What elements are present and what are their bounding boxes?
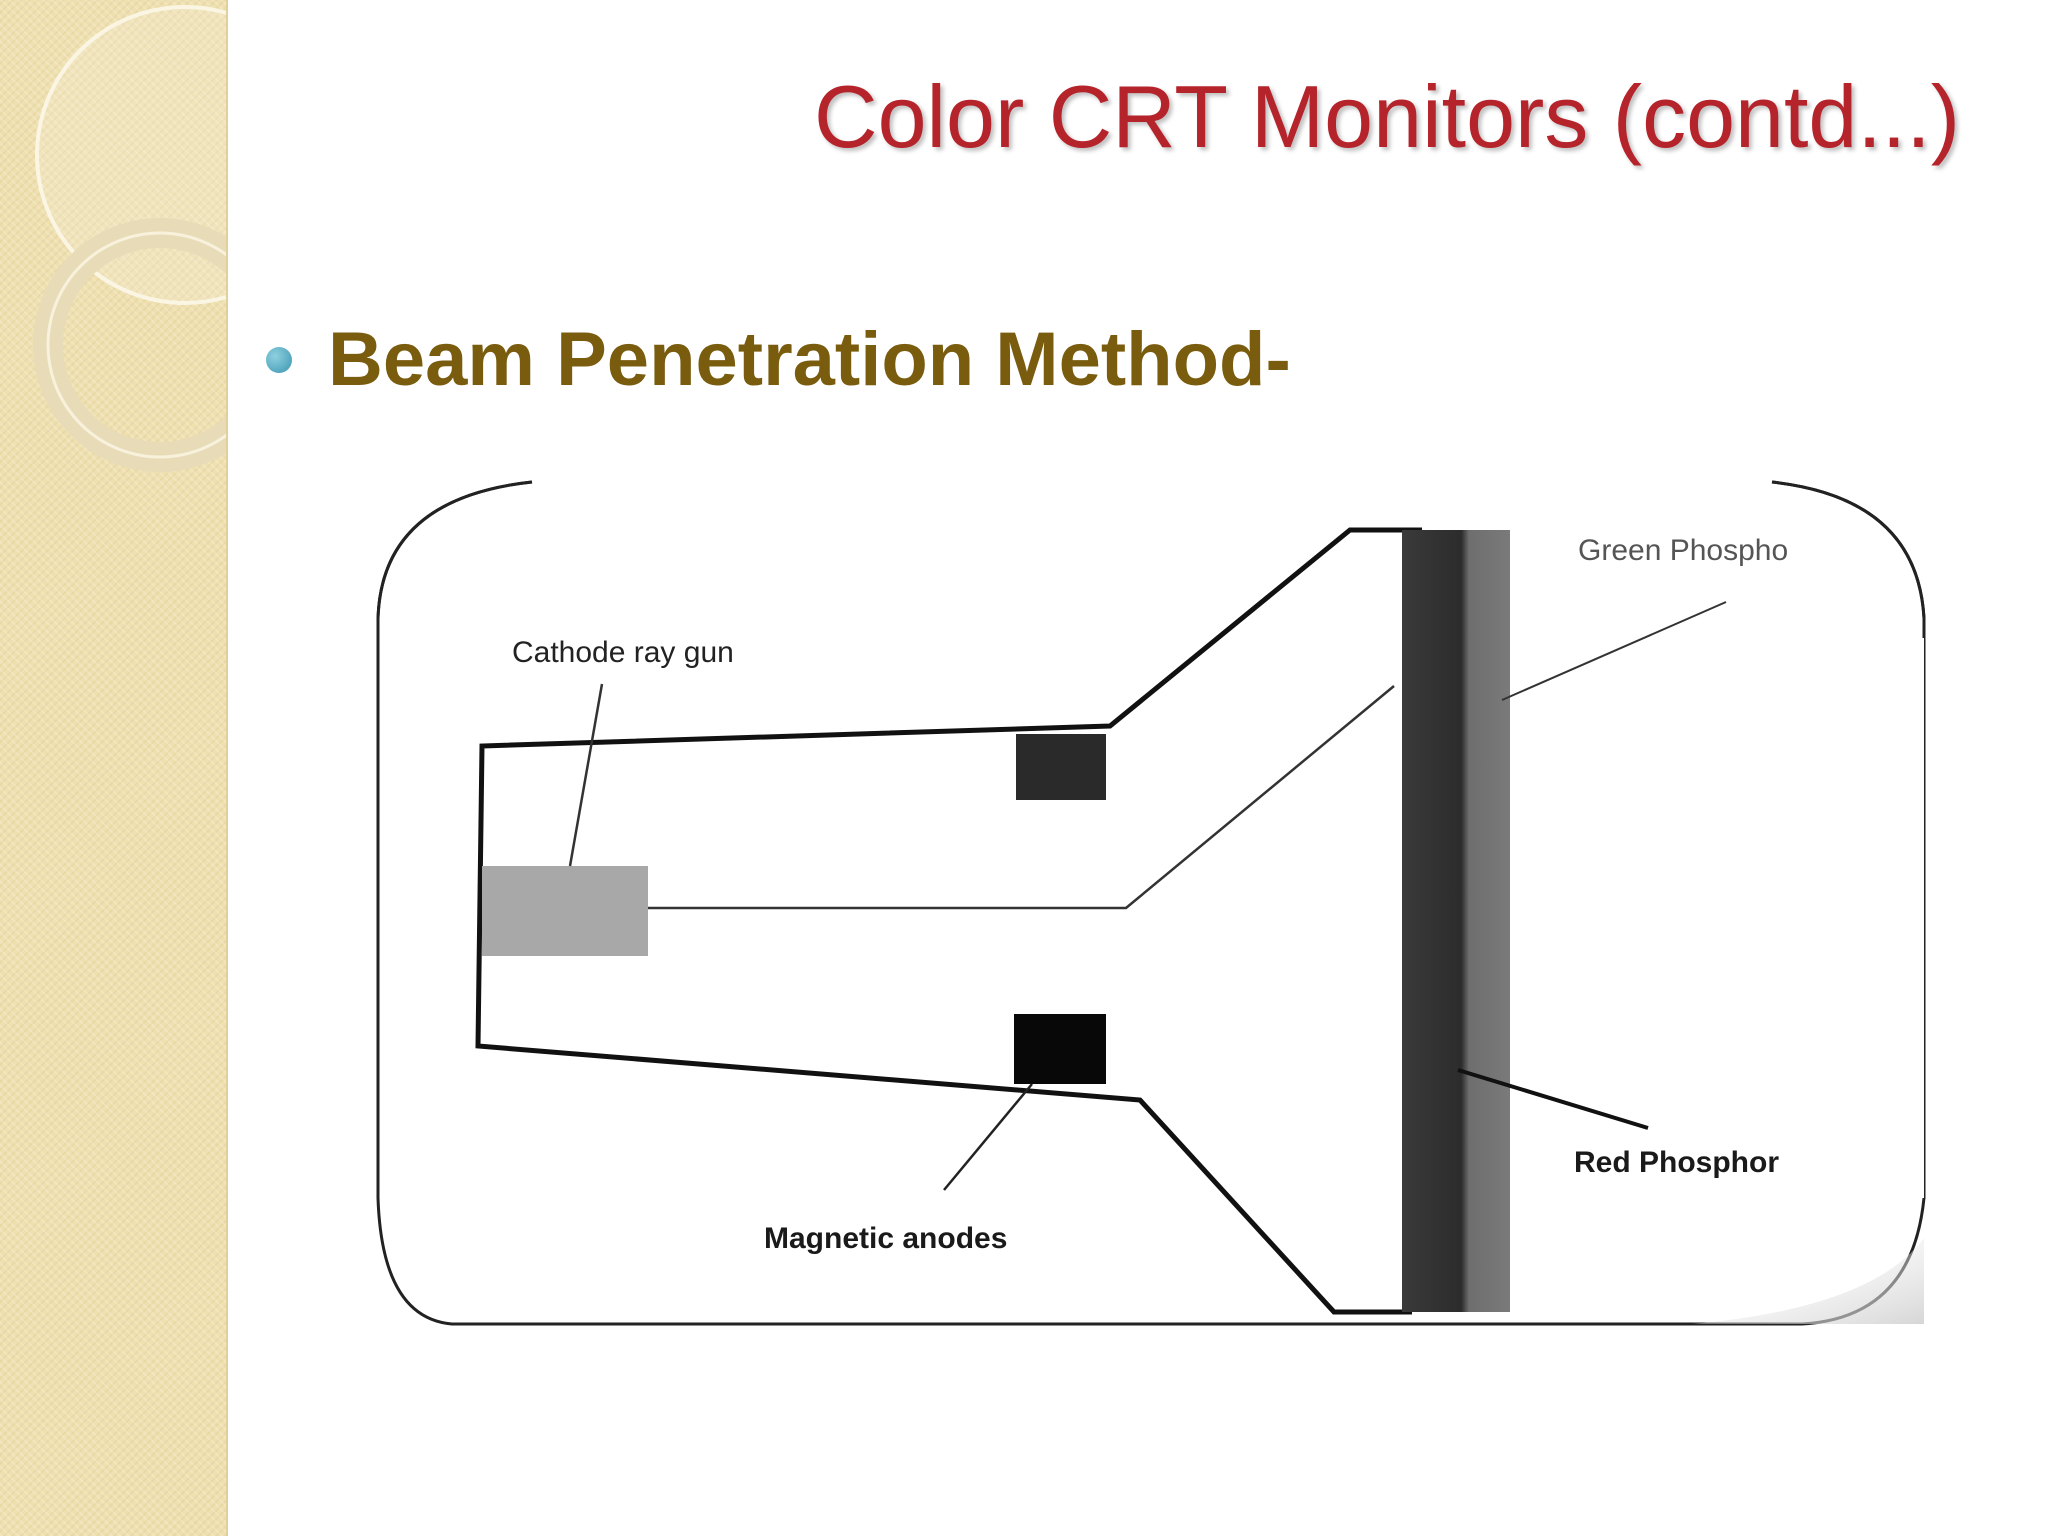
- magnetic-anode-bottom: [1014, 1014, 1106, 1084]
- leader-anodes: [943, 1083, 1033, 1191]
- phosphor-screen: [1402, 530, 1510, 1312]
- magnetic-anode-top: [1016, 734, 1106, 800]
- crt-tube-outline: [475, 527, 1422, 1315]
- bullet-dot-icon: [266, 346, 292, 373]
- label-magnetic-anodes: Magnetic anodes: [764, 1222, 1007, 1255]
- label-cathode-ray-gun: Cathode ray gun: [512, 636, 734, 669]
- decorative-sidebar: [0, 0, 228, 1536]
- leader-cathode: [568, 683, 604, 867]
- label-red-phosphor: Red Phosphor: [1574, 1146, 1779, 1179]
- cathode-ray-gun: [482, 866, 648, 956]
- leader-red: [1457, 1068, 1649, 1130]
- bullet-item: Beam Penetration Method-: [266, 316, 1291, 403]
- electron-beam: [648, 685, 1395, 910]
- leader-green: [1501, 601, 1727, 701]
- crt-diagram: Cathode ray gun Green Phospho Red Phosph…: [376, 480, 1926, 1326]
- slide-title: Color CRT Monitors (contd...): [814, 67, 1960, 166]
- bullet-text: Beam Penetration Method-: [328, 317, 1291, 402]
- label-green-phosphor: Green Phospho: [1578, 534, 1788, 567]
- decorative-circles: [33, 5, 226, 472]
